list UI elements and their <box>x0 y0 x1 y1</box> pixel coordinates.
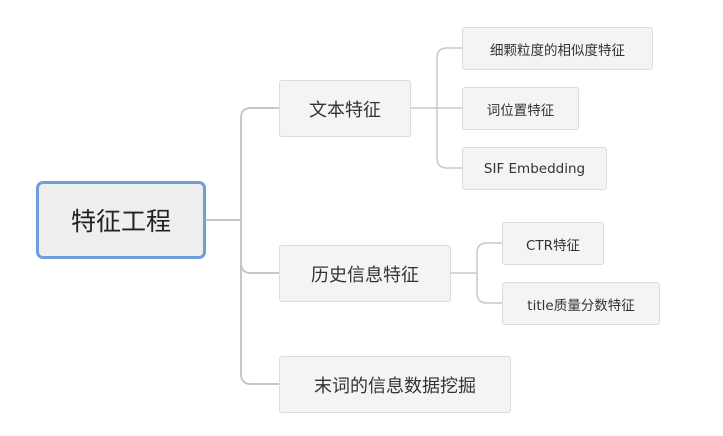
connector-root-branch-history <box>240 220 279 274</box>
branch-history-features[interactable]: 历史信息特征 <box>279 245 451 302</box>
connector-root-branch-lastword <box>240 220 279 385</box>
branch-text-features[interactable]: 文本特征 <box>279 80 411 137</box>
leaf-word-position[interactable]: 词位置特征 <box>462 87 579 130</box>
connector-history-child-1 <box>476 242 502 273</box>
leaf-sif-embedding[interactable]: SIF Embedding <box>462 147 607 190</box>
connector-text-child-1 <box>436 47 462 108</box>
connector-text-child-3 <box>436 108 462 169</box>
root-node[interactable]: 特征工程 <box>36 181 206 259</box>
connector-history-child-2 <box>476 273 502 304</box>
leaf-title-quality[interactable]: title质量分数特征 <box>502 282 660 325</box>
leaf-ctr[interactable]: CTR特征 <box>502 222 604 265</box>
leaf-fine-grained-similarity[interactable]: 细颗粒度的相似度特征 <box>462 27 653 70</box>
connector-root-branch-text <box>240 107 279 220</box>
branch-last-word-mining[interactable]: 末词的信息数据挖掘 <box>279 356 511 413</box>
